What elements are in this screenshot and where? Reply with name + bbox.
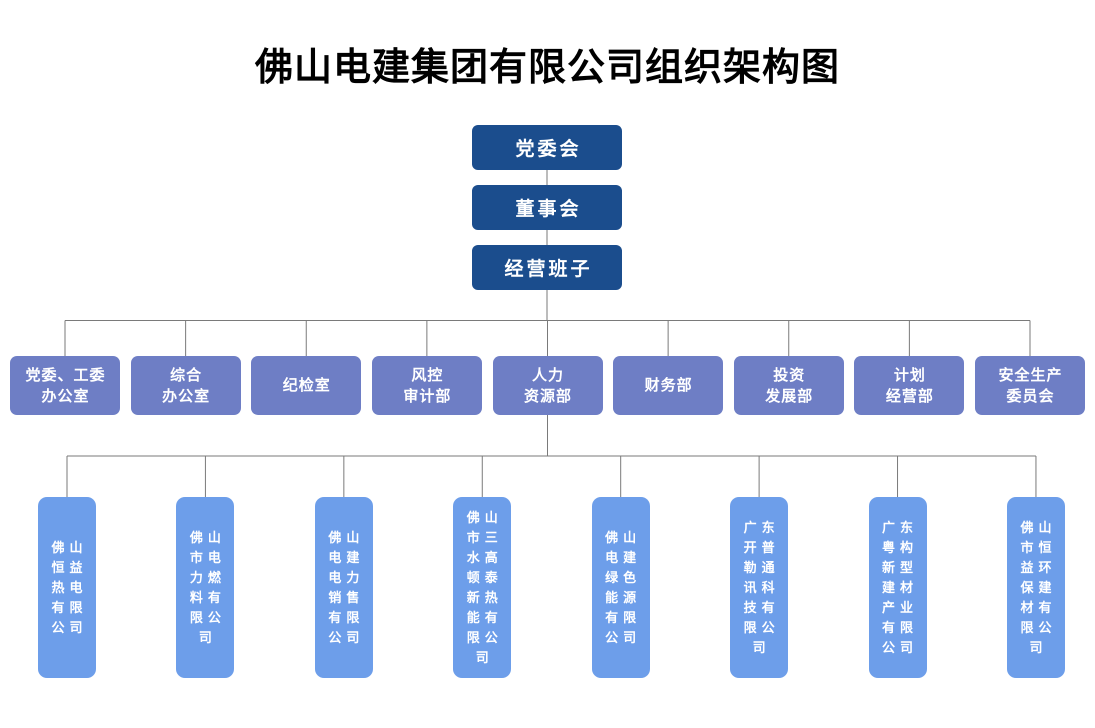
org-node-department: 综合办公室 [130, 356, 241, 415]
department-label-line: 办公室 [41, 387, 90, 405]
subsidiary-label-line: 保建 [1020, 579, 1057, 595]
department-label-line: 安全生产 [998, 366, 1063, 384]
subsidiary-label-line: 电建 [328, 549, 365, 565]
subsidiary-label-line: 粤构 [882, 539, 919, 555]
subsidiary-label-line: 有限 [882, 619, 919, 635]
subsidiary-label-line: 力燃 [189, 569, 226, 585]
subsidiary-label-line: 司 [752, 639, 771, 655]
department-label-line: 纪检室 [282, 377, 331, 394]
subsidiary-label-line: 佛山 [51, 539, 88, 555]
department-row: 党委、工委办公室综合办公室纪检室风控审计部人力资源部财务部投资发展部计划经营部安… [10, 356, 1085, 415]
department-label-line: 经营部 [885, 387, 934, 405]
subsidiary-label-line: 佛山 [189, 529, 226, 545]
subsidiary-label-line: 绿色 [605, 569, 642, 585]
subsidiary-label-line: 限公 [189, 609, 226, 625]
subsidiary-label-line: 佛山 [605, 529, 642, 545]
org-node-top: 经营班子 [472, 245, 622, 290]
subsidiary-label-line: 限公 [743, 619, 780, 635]
department-label-line: 投资 [773, 366, 806, 384]
subsidiary-label-line: 热电 [51, 579, 88, 595]
subsidiary-label-line: 能有 [466, 609, 503, 625]
subsidiary-label-line: 司 [198, 629, 217, 645]
org-node-department: 安全生产委员会 [975, 356, 1085, 415]
subsidiary-label-line: 电建 [605, 549, 642, 565]
org-node-subsidiary: 佛山市电力燃料有限公司 [176, 497, 235, 678]
subsidiary-label-line: 限公 [1020, 619, 1057, 635]
subsidiary-label-line: 料有 [189, 589, 226, 605]
org-node-subsidiary: 佛山市恒益环保建材有限公司 [1006, 497, 1065, 678]
department-label-line: 风控 [411, 366, 444, 384]
org-node-department: 投资发展部 [733, 356, 844, 415]
department-label-line: 资源部 [523, 387, 572, 405]
subsidiary-label-line: 有限 [328, 609, 365, 625]
subsidiary-label-line: 广东 [743, 519, 780, 535]
subsidiary-label-line: 恒益 [51, 559, 88, 575]
subsidiary-label-line: 佛山 [466, 509, 503, 525]
department-label-line: 计划 [893, 366, 926, 384]
subsidiary-label-line: 公司 [51, 619, 88, 635]
org-node-department: 党委、工委办公室 [10, 356, 120, 415]
org-node-department: 财务部 [613, 356, 724, 415]
subsidiary-label-line: 顿泰 [466, 569, 503, 585]
subsidiary-label-line: 公司 [882, 639, 919, 655]
department-label-line: 发展部 [765, 387, 814, 405]
department-label-line: 党委、工委 [25, 366, 106, 384]
subsidiary-label-line: 建材 [882, 579, 919, 595]
subsidiary-label-line: 技有 [743, 599, 780, 615]
subsidiary-label-line: 司 [1029, 639, 1048, 655]
subsidiary-label-line: 广东 [882, 519, 919, 535]
subsidiary-label-line: 有限 [605, 609, 642, 625]
org-node-top: 董事会 [472, 185, 622, 230]
subsidiary-label-line: 益环 [1020, 559, 1057, 575]
subsidiary-label-line: 佛山 [1020, 519, 1057, 535]
subsidiary-label-line: 司 [475, 649, 494, 665]
subsidiary-label-line: 有限 [51, 599, 88, 615]
org-node-department: 风控审计部 [371, 356, 482, 415]
top-level-column: 党委会董事会经营班子 [472, 125, 622, 290]
subsidiary-label-line: 新热 [466, 589, 503, 605]
subsidiary-label-line: 新型 [882, 559, 919, 575]
org-node-subsidiary: 佛山恒益热电有限公司 [38, 497, 96, 678]
subsidiary-row: 佛山恒益热电有限公司佛山市电力燃料有限公司佛山电建电力销售有限公司佛山市三水高顿… [38, 497, 1065, 678]
org-node-subsidiary: 佛山电建电力销售有限公司 [314, 497, 373, 678]
department-label-line: 综合 [170, 366, 203, 384]
subsidiary-label-line: 销售 [328, 589, 365, 605]
org-node-subsidiary: 佛山市三水高顿泰新热能有限公司 [453, 497, 512, 678]
subsidiary-label-line: 水高 [466, 549, 503, 565]
org-node-department: 人力资源部 [492, 356, 603, 415]
subsidiary-label-line: 能源 [605, 589, 642, 605]
org-node-subsidiary: 广东开普勒通讯科技有限公司 [730, 497, 789, 678]
subsidiary-label-line: 限公 [466, 629, 503, 645]
org-node-top: 党委会 [472, 125, 622, 170]
org-node-department: 纪检室 [251, 356, 362, 415]
subsidiary-label-line: 讯科 [743, 579, 780, 595]
subsidiary-label-line: 产业 [882, 599, 919, 615]
subsidiary-label-line: 市电 [189, 549, 226, 565]
subsidiary-label-line: 市恒 [1020, 539, 1057, 555]
department-label-line: 审计部 [403, 387, 452, 405]
subsidiary-label-line: 公司 [605, 629, 642, 645]
subsidiary-label-line: 公司 [328, 629, 365, 645]
subsidiary-label-line: 勒通 [743, 559, 780, 575]
subsidiary-label-line: 佛山 [328, 529, 365, 545]
chart-title: 佛山电建集团有限公司组织架构图 [254, 47, 840, 89]
department-label-line: 委员会 [1006, 387, 1055, 405]
subsidiary-label-line: 材有 [1020, 599, 1057, 615]
subsidiary-label-line: 市三 [466, 529, 503, 545]
subsidiary-label-line: 开普 [743, 539, 780, 555]
org-node-subsidiary: 广东粤构新型建材产业有限公司 [868, 497, 927, 678]
org-node-subsidiary: 佛山电建绿色能源有限公司 [591, 497, 650, 678]
department-label-line: 财务部 [644, 377, 693, 394]
subsidiary-label-line: 电力 [328, 569, 365, 585]
department-label-line: 人力 [531, 366, 564, 384]
org-node-department: 计划经营部 [854, 356, 965, 415]
department-label-line: 办公室 [162, 387, 211, 405]
